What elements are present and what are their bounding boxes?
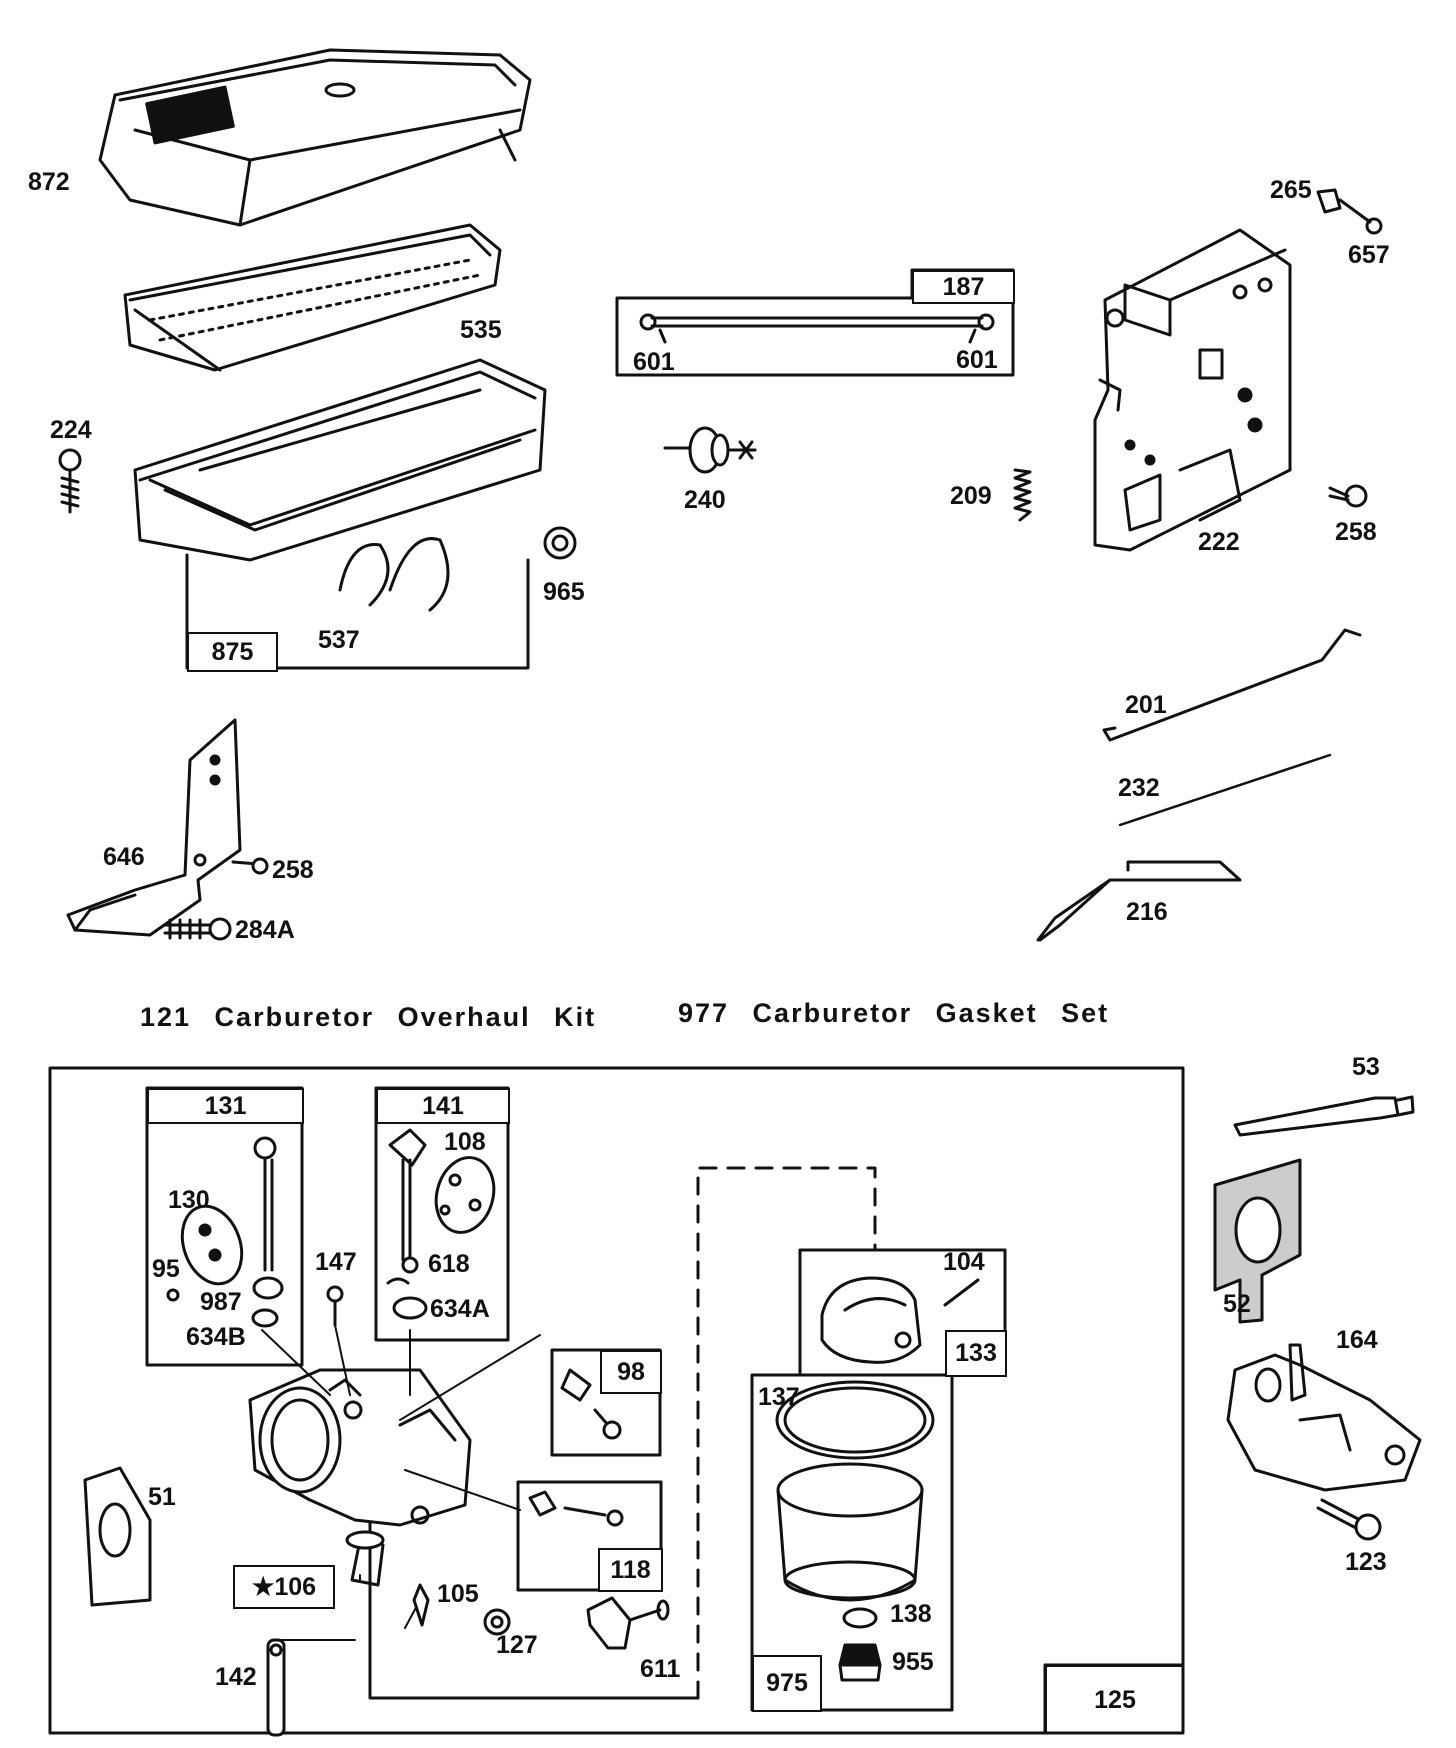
label-138: 138 xyxy=(890,1600,932,1628)
tag-875: 875 xyxy=(187,632,278,672)
air-cleaner-cover xyxy=(98,48,532,227)
label-130: 130 xyxy=(168,1186,210,1214)
label-108: 108 xyxy=(444,1128,486,1156)
label-142: 142 xyxy=(215,1663,257,1691)
label-216: 216 xyxy=(1126,898,1168,926)
label-872: 872 xyxy=(28,168,70,196)
needle-105 xyxy=(412,1583,430,1627)
box-carburetor-kit xyxy=(48,1066,1185,1735)
throttle-parts-141 xyxy=(386,1128,496,1320)
label-123: 123 xyxy=(1345,1548,1387,1576)
tag-118: 118 xyxy=(598,1548,663,1592)
nut-965 xyxy=(543,526,577,560)
label-965: 965 xyxy=(543,578,585,606)
pin-142 xyxy=(266,1638,286,1737)
pin-104 xyxy=(943,1278,980,1307)
screw-258-right xyxy=(1328,484,1368,508)
tag-98: 98 xyxy=(600,1350,662,1394)
ring-137 xyxy=(775,1380,935,1460)
label-537: 537 xyxy=(318,626,360,654)
spring-link-216 xyxy=(1036,860,1242,942)
tag-106: ★106 xyxy=(233,1565,335,1609)
label-284a: 284A xyxy=(235,916,295,944)
needle-118 xyxy=(528,1490,624,1527)
label-104: 104 xyxy=(943,1248,985,1276)
spring-209 xyxy=(1013,468,1032,522)
tag-133: 133 xyxy=(945,1330,1007,1377)
label-646: 646 xyxy=(103,843,145,871)
label-52: 52 xyxy=(1223,1290,1251,1318)
label-634b: 634B xyxy=(186,1323,246,1351)
label-611: 611 xyxy=(640,1655,681,1683)
label-51: 51 xyxy=(148,1483,176,1511)
screw-284a xyxy=(163,917,232,941)
box-875 xyxy=(185,553,530,670)
label-201: 201 xyxy=(1125,691,1167,719)
governor-link-201 xyxy=(1102,628,1362,742)
label-137: 137 xyxy=(758,1383,800,1411)
screw-224 xyxy=(58,448,82,514)
fitting-611 xyxy=(586,1596,670,1650)
float-133 xyxy=(820,1276,922,1364)
tag-131: 131 xyxy=(147,1088,304,1124)
float-bowl xyxy=(776,1462,924,1602)
label-127: 127 xyxy=(496,1631,538,1659)
label-657: 657 xyxy=(1348,241,1390,269)
screw-123 xyxy=(1316,1498,1382,1541)
tag-125: 125 xyxy=(1045,1665,1183,1733)
box-118 xyxy=(516,1480,663,1592)
tag-187: 187 xyxy=(912,270,1015,304)
label-164: 164 xyxy=(1336,1326,1378,1354)
label-618: 618 xyxy=(428,1250,470,1278)
gasket-set-title: 977 Carburetor Gasket Set xyxy=(678,998,1110,1028)
fuel-filter xyxy=(663,426,757,474)
overhaul-kit-title: 121 Carburetor Overhaul Kit xyxy=(140,1002,597,1032)
label-634a: 634A xyxy=(430,1295,490,1323)
intake-164 xyxy=(1226,1343,1422,1492)
ring-137-inner xyxy=(783,1386,927,1454)
label-258-left: 258 xyxy=(272,856,314,884)
control-plate xyxy=(1093,228,1292,552)
label-53: 53 xyxy=(1352,1053,1380,1081)
tag-141: 141 xyxy=(376,1088,510,1124)
label-105: 105 xyxy=(437,1580,479,1608)
air-filter-element xyxy=(123,223,502,372)
seal-127 xyxy=(483,1608,511,1636)
gasket-52 xyxy=(1213,1158,1302,1324)
fuel-line xyxy=(639,313,995,344)
screw-258-left xyxy=(231,857,269,875)
box-975 xyxy=(750,1373,954,1712)
label-232: 232 xyxy=(1118,774,1160,802)
label-209: 209 xyxy=(950,482,992,510)
label-535: 535 xyxy=(460,316,502,344)
link-232 xyxy=(1118,753,1332,827)
label-224: 224 xyxy=(50,416,92,444)
bracket-646 xyxy=(66,718,242,937)
label-955: 955 xyxy=(892,1648,934,1676)
label-147: 147 xyxy=(315,1248,357,1276)
label-95: 95 xyxy=(152,1255,180,1283)
needle-98 xyxy=(560,1368,622,1440)
tag-975: 975 xyxy=(752,1655,822,1712)
carburetor-body xyxy=(248,1368,472,1587)
clip-265 xyxy=(1316,188,1383,235)
label-240: 240 xyxy=(684,486,726,514)
label-987: 987 xyxy=(200,1288,242,1316)
choke-parts-131 xyxy=(166,1136,284,1328)
gasket-51 xyxy=(83,1466,152,1607)
bowl-connector xyxy=(368,1503,700,1700)
air-cleaner-base xyxy=(133,358,547,612)
label-258-right: 258 xyxy=(1335,518,1377,546)
label-265: 265 xyxy=(1270,176,1312,204)
label-601-right: 601 xyxy=(956,346,998,374)
label-601-left: 601 xyxy=(633,348,675,376)
shaft-53 xyxy=(1233,1095,1415,1137)
bolt-955 xyxy=(838,1643,882,1682)
screw-147 xyxy=(326,1285,344,1327)
washer-138 xyxy=(842,1607,878,1629)
label-222: 222 xyxy=(1198,528,1240,556)
dashed-connector xyxy=(696,1166,877,1700)
